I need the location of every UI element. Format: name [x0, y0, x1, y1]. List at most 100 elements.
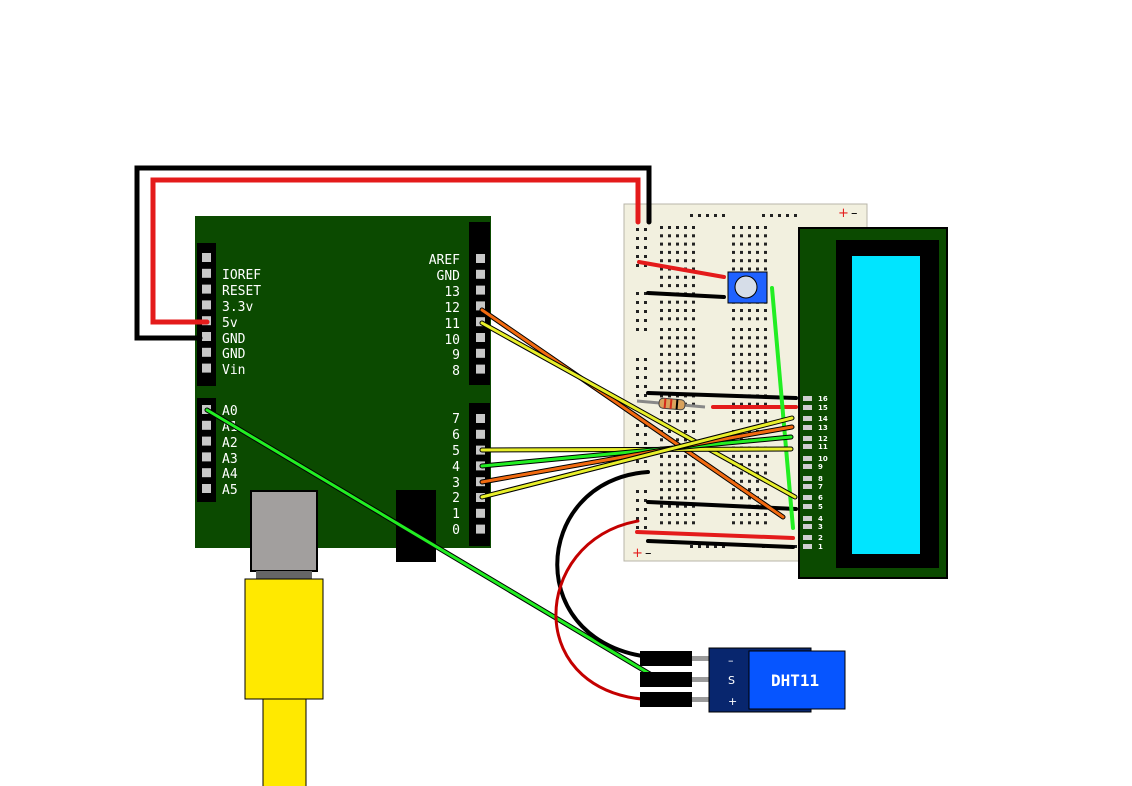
terminal-hole: [676, 250, 679, 254]
rail-hole: [698, 545, 701, 548]
terminal-hole: [732, 226, 735, 229]
terminal-hole: [668, 234, 671, 238]
terminal-hole: [684, 361, 687, 365]
terminal-hole: [676, 344, 679, 348]
terminal-hole: [692, 259, 695, 263]
terminal-hole: [660, 267, 663, 271]
terminal-hole: [740, 411, 743, 414]
terminal-hole: [692, 267, 695, 271]
wire-gnd-arduino: [134, 165, 652, 341]
terminal-hole: [732, 317, 735, 321]
analog-header: [197, 398, 216, 502]
lcd-pin-label-9: 9: [818, 463, 823, 471]
terminal-hole: [692, 504, 695, 508]
terminal-hole: [756, 361, 759, 365]
terminal-hole: [660, 259, 663, 263]
terminal-hole: [684, 328, 687, 331]
terminal-hole: [668, 521, 671, 525]
terminal-hole: [692, 284, 695, 288]
rail-hole: [636, 237, 639, 240]
terminal-hole: [684, 234, 687, 238]
terminal-hole: [668, 250, 671, 254]
terminal-hole: [668, 309, 671, 312]
terminal-hole: [668, 463, 671, 467]
terminal-hole: [740, 328, 743, 331]
rail-hole: [644, 499, 647, 502]
terminal-hole: [732, 377, 735, 381]
rail-hole: [636, 442, 639, 445]
terminal-hole: [756, 336, 759, 340]
rail-hole: [706, 545, 709, 548]
terminal-hole: [668, 275, 671, 279]
terminal-hole: [756, 344, 759, 348]
digital-bottom-pin-7: [476, 524, 485, 534]
analog-pin-3: [202, 452, 211, 462]
terminal-hole: [740, 496, 743, 500]
terminal-hole: [764, 361, 767, 365]
terminal-hole: [668, 496, 671, 500]
digital-bottom-pin-0: [476, 414, 485, 423]
terminal-hole: [692, 419, 695, 423]
rail-hole: [644, 517, 647, 520]
rail-hole: [636, 328, 639, 331]
terminal-hole: [764, 402, 767, 406]
wire-a0-dht-signal: [205, 408, 662, 682]
terminal-hole: [740, 226, 743, 229]
digital-bottom-pin-labels: 7 6 5 4 3 2 1 0: [452, 412, 460, 538]
rail-hole: [644, 255, 647, 258]
dht-sensor-body: [748, 650, 846, 710]
terminal-hole: [740, 402, 743, 406]
terminal-hole: [764, 386, 767, 390]
terminal-hole: [692, 336, 695, 340]
terminal-hole: [660, 344, 663, 348]
terminal-hole: [660, 454, 663, 458]
terminal-hole: [756, 328, 759, 331]
rail-plus-top: +: [838, 206, 849, 221]
terminal-hole: [764, 496, 767, 500]
rail-hole: [644, 358, 647, 361]
usb-cable: [262, 698, 307, 786]
terminal-hole: [676, 361, 679, 365]
terminal-hole: [756, 402, 759, 406]
dht-pin-label-vcc: +: [728, 695, 737, 708]
rail-hole: [722, 545, 725, 548]
terminal-hole: [732, 361, 735, 365]
terminal-hole: [748, 430, 751, 433]
terminal-hole: [692, 226, 695, 229]
terminal-hole: [764, 309, 767, 312]
terminal-hole: [684, 471, 687, 475]
potentiometer: [727, 271, 768, 304]
terminal-hole: [740, 317, 743, 321]
dht11-module: – S + DHT11: [640, 647, 846, 713]
lcd-pin-2: [803, 535, 812, 540]
breadboard-holes: [636, 214, 797, 548]
terminal-hole: [732, 250, 735, 254]
terminal-hole: [692, 488, 695, 492]
terminal-hole: [748, 361, 751, 365]
terminal-hole: [692, 275, 695, 279]
rail-hole: [644, 367, 647, 370]
terminal-hole: [692, 369, 695, 373]
terminal-hole: [748, 336, 751, 340]
terminal-hole: [748, 369, 751, 373]
digital-top-pin-6: [476, 348, 485, 358]
wire-d2: [480, 416, 794, 499]
terminal-hole: [668, 419, 671, 423]
dht-header-pin-1: [640, 651, 692, 666]
pin-label-5v: 5v: [222, 316, 238, 331]
terminal-hole: [748, 242, 751, 246]
terminal-hole: [756, 521, 759, 525]
terminal-hole: [684, 309, 687, 312]
rail-hole: [636, 526, 639, 529]
pin-label-12: 12: [444, 301, 460, 316]
pin-label-5: 5: [452, 444, 460, 459]
terminal-hole: [732, 513, 735, 516]
lcd-pin-label-8: 8: [818, 475, 823, 483]
rail-hole: [636, 255, 639, 258]
terminal-hole: [732, 369, 735, 373]
terminal-hole: [660, 438, 663, 442]
rail-hole: [636, 424, 639, 427]
terminal-hole: [692, 513, 695, 516]
terminal-hole: [676, 242, 679, 246]
